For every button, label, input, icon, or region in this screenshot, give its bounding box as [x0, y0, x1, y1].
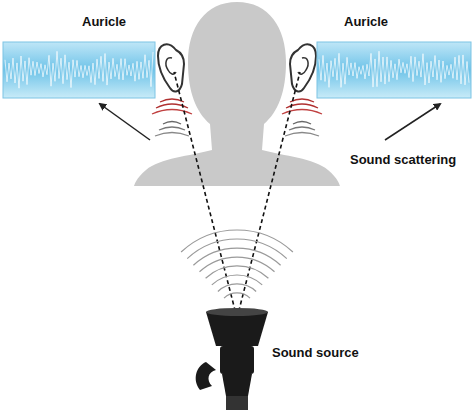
head-silhouette — [134, 2, 340, 186]
wave-arc — [181, 230, 293, 252]
wave-arc — [200, 257, 275, 272]
auricle-left — [158, 44, 184, 91]
waveform-line — [5, 51, 153, 88]
wave-arc — [218, 284, 256, 292]
auricle-label: Auricle — [82, 14, 126, 30]
auricle-label: Auricle — [344, 14, 388, 30]
pointer-arrow — [385, 104, 440, 140]
sound-path — [237, 72, 300, 318]
wave-arc — [224, 293, 250, 298]
sound-waves — [181, 230, 293, 298]
waveform — [5, 51, 469, 88]
wave-arc — [206, 266, 269, 278]
auricle-right — [290, 44, 316, 91]
wave-arc — [193, 248, 280, 265]
waveform-line — [319, 51, 469, 87]
wave-arc — [212, 275, 262, 285]
sound-scattering-label: Sound scattering — [350, 152, 456, 168]
sound-path — [174, 72, 237, 318]
waveform-panel-right — [317, 42, 471, 98]
megaphone — [196, 308, 268, 410]
pointer-arrow — [100, 104, 150, 140]
sound-source-label: Sound source — [272, 345, 359, 361]
waveform-panel-left — [3, 42, 155, 98]
wave-arc — [187, 239, 287, 259]
